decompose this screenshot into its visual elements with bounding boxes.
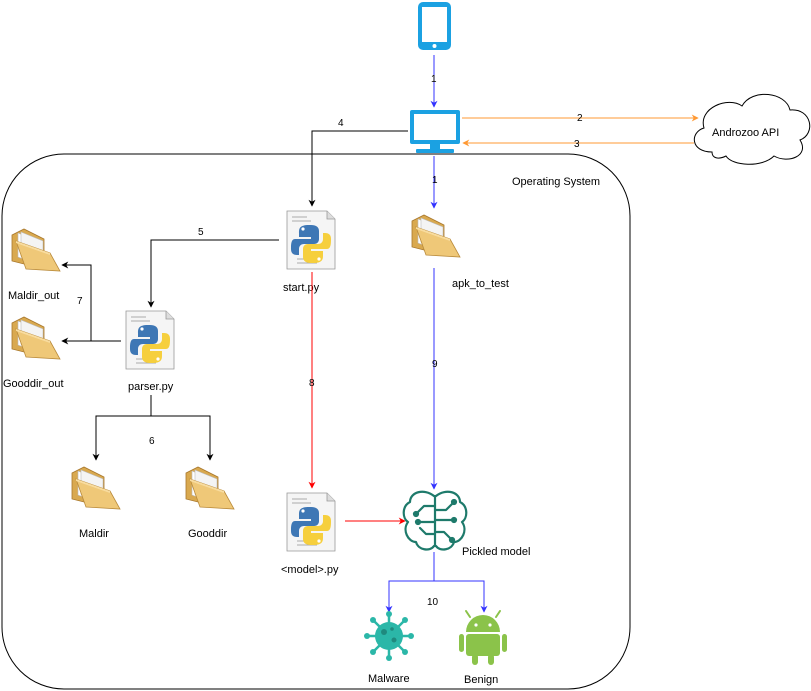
arrow-monitor-to-start-py <box>308 130 408 207</box>
arrow-parser-to-maldir-out <box>61 261 121 342</box>
arrow-start-to-parser <box>147 239 279 308</box>
step-label-5: 5 <box>198 227 204 238</box>
step-label-1b: 1 <box>432 175 438 186</box>
step-label-8: 8 <box>309 378 315 389</box>
androzoo-api-label: Androzoo API <box>712 127 779 139</box>
pickled-model-brain-icon <box>402 490 468 551</box>
gooddir-out-folder-icon <box>11 316 61 360</box>
gooddir-folder-icon <box>185 466 235 510</box>
arrow-parser-to-maldir <box>92 395 152 461</box>
malware-label: Malware <box>368 673 410 685</box>
step-label-3: 3 <box>574 139 580 150</box>
start-py-file-icon <box>286 210 336 270</box>
smartphone-icon <box>418 2 451 50</box>
maldir-label: Maldir <box>79 528 109 540</box>
desktop-monitor-icon <box>410 110 460 153</box>
model-py-label: <model>.py <box>281 564 339 576</box>
arrow-pickled-model-to-malware <box>385 552 435 613</box>
model-py-file-icon <box>286 492 336 552</box>
start-py-label: start.py <box>283 282 320 294</box>
gooddir-label: Gooddir <box>188 528 227 540</box>
arrow-pickled-model-to-benign <box>434 580 488 613</box>
benign-android-icon <box>459 610 507 665</box>
step-label-4: 4 <box>338 118 344 129</box>
step-label-9: 9 <box>432 359 438 370</box>
gooddir-out-label: Gooddir_out <box>3 378 64 390</box>
step-label-10: 10 <box>427 597 439 608</box>
androzoo-cloud-shape <box>694 93 811 165</box>
pickled-model-label: Pickled model <box>462 546 530 558</box>
maldir-folder-icon <box>71 466 121 510</box>
apk-to-test-label: apk_to_test <box>452 278 509 290</box>
maldir-out-label: Maldir_out <box>8 290 59 302</box>
malware-virus-icon <box>364 611 414 661</box>
parser-py-label: parser.py <box>128 381 174 393</box>
step-label-2: 2 <box>577 113 583 124</box>
operating-system-label: Operating System <box>512 176 600 188</box>
arrow-parser-to-gooddir <box>151 415 214 461</box>
step-label-1a: 1 <box>431 74 437 85</box>
parser-py-file-icon <box>125 310 175 370</box>
operating-system-container <box>1 153 631 690</box>
step-label-7: 7 <box>77 296 83 307</box>
benign-label: Benign <box>464 674 498 686</box>
apk-to-test-folder-icon <box>411 214 461 258</box>
maldir-out-folder-icon <box>11 228 61 272</box>
step-label-6: 6 <box>149 436 155 447</box>
